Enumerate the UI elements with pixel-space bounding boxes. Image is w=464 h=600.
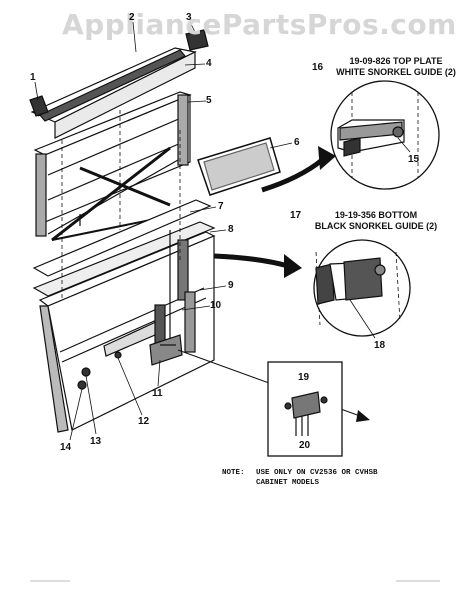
motor-bracket	[149, 304, 183, 366]
travel-guide-lines	[61, 110, 181, 300]
top-cap-assembly	[29, 29, 209, 139]
part-number-2: 2	[129, 12, 135, 23]
corner-mark-left	[30, 580, 70, 582]
note-text: USE ONLY ON CV2536 OR CVHSB CABINET MODE…	[256, 469, 378, 487]
snorkel-frame	[33, 91, 192, 237]
note-label: NOTE:	[222, 469, 245, 477]
leader-lines	[34, 21, 293, 441]
part-number-13: 13	[90, 436, 102, 447]
part-number-8: 8	[228, 224, 234, 235]
corner-mark-right	[396, 580, 440, 582]
part-number-12: 12	[138, 416, 150, 427]
part-number-4: 4	[206, 58, 212, 69]
part-number-14: 14	[60, 442, 72, 453]
part-number-17: 17	[290, 210, 302, 221]
detail-bottom-guide	[313, 239, 411, 339]
part-number-6: 6	[294, 137, 300, 148]
part-number-20: 20	[299, 440, 311, 451]
part-number-16: 16	[312, 62, 324, 73]
part-number-9: 9	[228, 280, 234, 291]
callout-top-plate-guide: 19-09-826 TOP PLATE WHITE SNORKEL GUIDE …	[336, 56, 456, 77]
part-number-1: 1	[30, 72, 36, 83]
part-number-5: 5	[206, 95, 212, 106]
part-number-10: 10	[210, 300, 222, 311]
detail-top-plate-guide	[330, 80, 440, 190]
detail-connector	[267, 361, 343, 457]
part-number-15: 15	[408, 154, 420, 165]
watermark: AppliancePartsPros.com	[62, 8, 457, 41]
filter-panel	[197, 137, 281, 196]
cabinet-body	[32, 199, 216, 433]
part-number-11: 11	[152, 388, 163, 399]
part-number-19: 19	[298, 372, 310, 383]
part-number-7: 7	[218, 201, 224, 212]
part-number-3: 3	[186, 12, 192, 23]
part-number-18: 18	[374, 340, 386, 351]
callout-bottom-guide: 19-19-356 BOTTOM BLACK SNORKEL GUIDE (2)	[314, 210, 438, 231]
